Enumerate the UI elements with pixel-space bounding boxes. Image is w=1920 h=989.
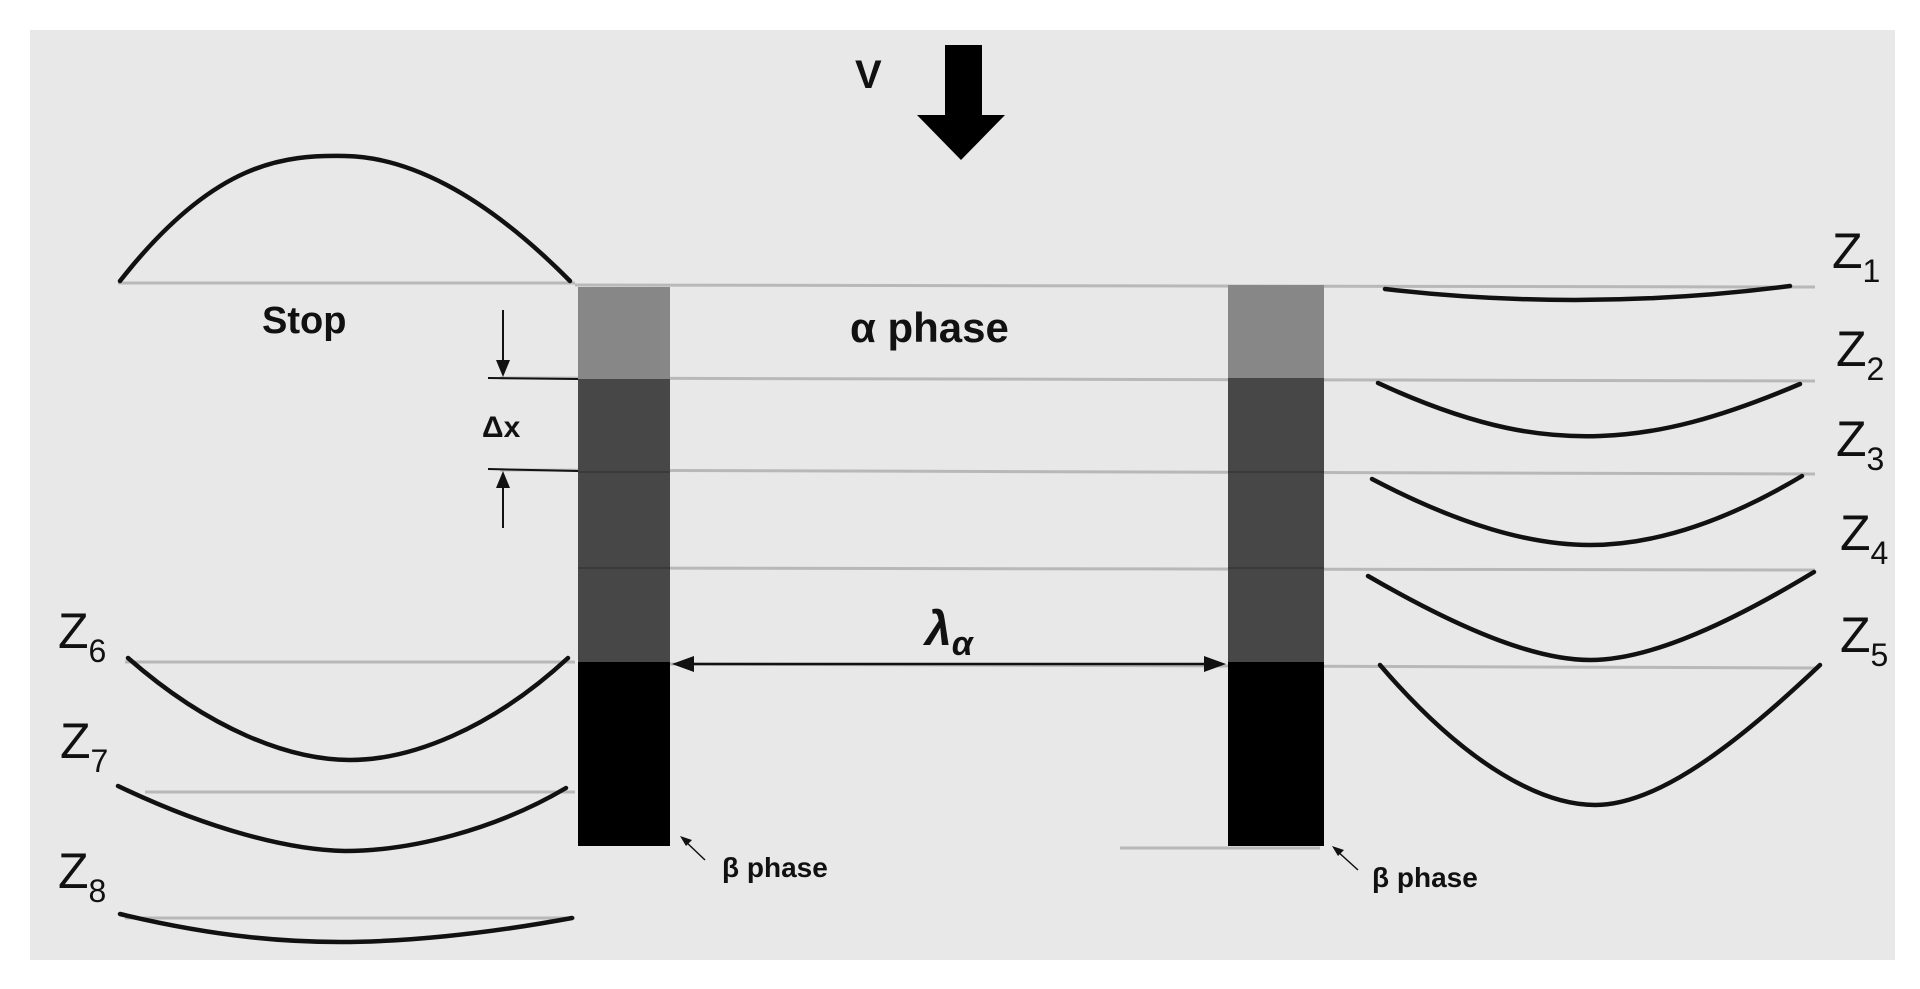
lambda-arrowhead-left	[672, 656, 694, 672]
stop-profile-curve	[117, 153, 573, 284]
guide-line-z1	[574, 283, 1816, 289]
zone-label-z2: Z2	[1836, 321, 1884, 387]
zone-label-z5: Z5	[1840, 607, 1888, 673]
beta-phase-pointer-left	[680, 836, 706, 861]
beta-phase-label-right: β phase	[1372, 862, 1478, 893]
guide-line-z3	[499, 468, 1816, 476]
velocity-arrow	[917, 45, 1005, 160]
guide-line-z2	[499, 376, 1816, 383]
z2-profile-curve	[1375, 380, 1803, 439]
z4-profile-curve	[1365, 569, 1817, 663]
guide-line-z4	[589, 566, 1816, 572]
zone-label-z8: Z8	[58, 843, 106, 909]
delta-x-label: Δx	[482, 411, 521, 444]
lamella-dividers	[578, 471, 1324, 569]
zone-label-z7: Z7	[60, 713, 108, 779]
zone-label-z6: Z6	[58, 603, 106, 669]
z1-profile-curve	[1382, 283, 1793, 303]
lamella-segment-light	[1228, 285, 1324, 378]
z3-profile-curve	[1369, 473, 1805, 548]
delta-x-top-arrowhead	[496, 360, 510, 377]
z6-profile-curve	[125, 655, 571, 763]
lambda-label: λα	[922, 603, 975, 663]
z7-profile-curve	[115, 783, 569, 854]
diagram-background	[30, 30, 1895, 960]
lamella-segment-light	[578, 287, 670, 379]
z8-profile-curve	[117, 911, 575, 945]
pointer-head	[1332, 846, 1344, 856]
stop-label: Stop	[262, 300, 346, 342]
zone-label-z1: Z1	[1832, 223, 1880, 289]
solute-profile-curves	[115, 153, 1823, 945]
delta-x-upper-leader	[487, 377, 579, 380]
beta-phase-pointer-right	[1332, 846, 1359, 871]
alpha-phase-label: α phase	[850, 304, 1009, 351]
lamella-segment-dark	[578, 662, 670, 846]
velocity-label: V	[855, 53, 882, 97]
beta-lamella-right	[1228, 285, 1324, 846]
z5-profile-curve	[1377, 662, 1823, 808]
zone-label-z4: Z4	[1840, 505, 1888, 571]
beta-lamella-left	[578, 287, 670, 846]
lamella-segment-mid	[1228, 378, 1324, 662]
lambda-spacing-arrow	[672, 656, 1226, 672]
delta-x-bottom-arrowhead	[496, 471, 510, 488]
zone-label-z3: Z3	[1836, 411, 1884, 477]
beta-phase-label-left: β phase	[722, 852, 828, 883]
pointer-head	[680, 836, 692, 846]
delta-x-lower-leader	[487, 468, 579, 472]
delta-x-marker	[487, 310, 579, 528]
lamella-segment-dark	[1228, 662, 1324, 846]
lamella-segment-mid	[578, 379, 670, 662]
lambda-arrowhead-right	[1204, 656, 1226, 672]
